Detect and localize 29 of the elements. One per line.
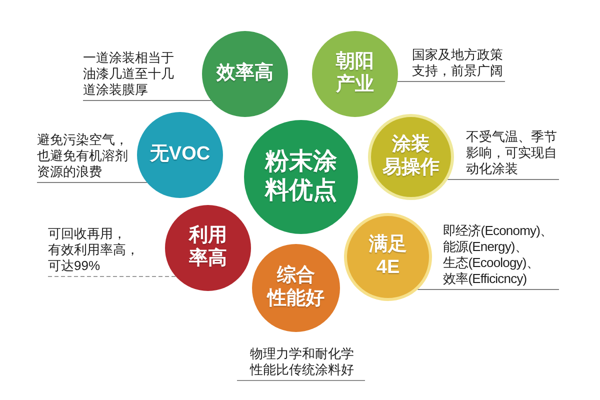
topic-circle [368,114,454,200]
topic-circle [312,31,398,117]
caption-text: 物理力学和耐化学性能比传统涂料好 [250,346,355,379]
description-text: 避免污染空气，也避免有机溶剂资源的浪费 [37,132,130,182]
description-text: 一道涂装相当于油漆几道至十几道涂装膜厚 [83,50,176,100]
topic-circle [202,31,288,117]
circle-label: 综合性能好 [268,265,324,311]
leader-line [417,289,560,290]
circle-label: 无VOC [150,144,210,166]
topic-circle [165,205,251,291]
description-text: 国家及地方政策支持，前景广阔 [412,47,505,81]
topic-circle [252,244,340,332]
circle-label: 效率高 [216,62,274,86]
description-text: 不受气温、季节影响，可实现自动化涂装 [466,129,559,179]
leader-line [82,100,212,101]
circle-label: 涂装易操作 [382,134,440,180]
leader-line [396,81,506,82]
circle-label: 粉末涂料优点 [265,148,337,206]
topic-circle [344,213,432,301]
description-text: 即经济(Economy)、能源(Energy)、生态(Ecoology)、效率(Efficicncy) [443,223,559,289]
topic-circle [137,112,223,198]
leader-line [447,179,560,180]
circle-label: 满足4E [369,234,407,280]
description-text: 可回收再用，有效利用率高，可达99% [48,226,148,276]
leader-line [48,276,176,277]
circle-label: 利用率高 [189,225,227,271]
circle-label: 朝阳产业 [336,51,374,97]
center-circle [244,120,358,234]
leader-line [36,182,148,183]
